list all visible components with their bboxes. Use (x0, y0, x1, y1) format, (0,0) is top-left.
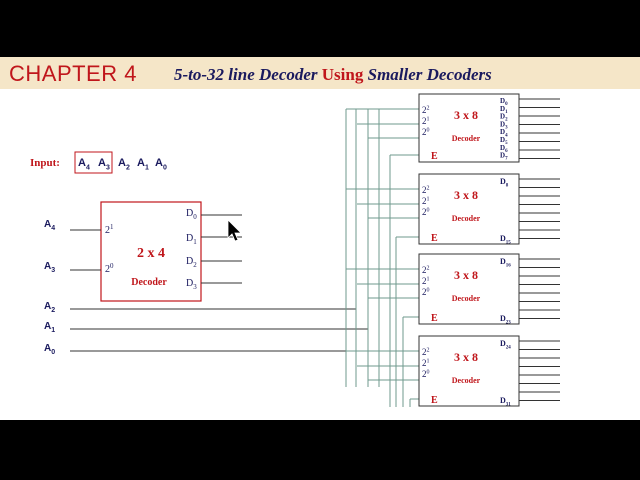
slide-title: 5-to-32 line Decoder Using Smaller Decod… (174, 65, 492, 85)
decoder-3x8-enable-1: E (431, 233, 438, 244)
decoder-3x8-3-output-top: D24 (500, 339, 511, 350)
decoder-3x8-box-1 (418, 173, 520, 245)
decoder-3x8-box-2 (418, 253, 520, 325)
decoder-3x8-0-output-D6: D6 (500, 144, 508, 154)
decoder-3x8-1-output-top: D8 (500, 177, 509, 188)
decoder-3x8-2-input-0: 22 (422, 265, 430, 275)
slide: CHAPTER 4 5-to-32 line Decoder Using Sma… (0, 57, 640, 420)
decoder-3x8-0-input-1: 21 (422, 116, 430, 126)
decoder-3x8-2-output-top: D16 (500, 257, 511, 268)
mouse-cursor-icon (227, 219, 242, 242)
title-part1: 5-to-32 line Decoder (174, 65, 322, 84)
chapter-label: CHAPTER 4 (9, 61, 137, 86)
decoder-3x8-0-output-D3: D3 (500, 120, 508, 130)
decoder-2x4-output-D0: D0 (186, 208, 197, 221)
left-input-A0: A0 (44, 343, 55, 356)
decoder-2x4-label: Decoder (131, 277, 167, 288)
decoder-3x8-0-output-D4: D4 (500, 128, 508, 138)
decoder-3x8-title-0: 3 x 8 (454, 108, 478, 122)
decoder-3x8-box-0 (418, 93, 520, 163)
decoder-3x8-1-input-1: 21 (422, 196, 430, 206)
decoder-3x8-3-output-bottom: D31 (500, 396, 511, 407)
decoder-2x4-input-20: 20 (105, 262, 114, 275)
left-input-A3: A3 (44, 261, 55, 274)
decoder-3x8-1-output-bottom: D15 (500, 234, 511, 245)
decoder-2x4-output-D3: D3 (186, 278, 197, 291)
decoder-3x8-enable-0: E (431, 151, 438, 162)
input-A1: A1 (137, 157, 149, 171)
title-part2: Smaller Decoders (363, 65, 492, 84)
decoder-2x4-box (100, 201, 202, 302)
decoder-3x8-2-output-bottom: D23 (500, 314, 511, 325)
decoder-3x8-3-input-1: 21 (422, 358, 430, 368)
decoder-3x8-3-input-0: 22 (422, 347, 430, 357)
decoder-3x8-3-input-2: 20 (422, 369, 430, 379)
decoder-3x8-label-0: Decoder (452, 134, 481, 143)
left-input-A2: A2 (44, 301, 55, 314)
decoder-3x8-0-output-D2: D2 (500, 113, 508, 123)
decoder-3x8-1-input-0: 22 (422, 185, 430, 195)
input-A3: A3 (98, 157, 110, 171)
decoder-2x4-output-D2: D2 (186, 256, 197, 269)
decoder-3x8-label-1: Decoder (452, 214, 481, 223)
input-A2: A2 (118, 157, 130, 171)
decoder-3x8-0-input-0: 22 (422, 105, 430, 115)
input-A4: A4 (78, 157, 90, 171)
decoder-3x8-title-3: 3 x 8 (454, 350, 478, 364)
decoder-3x8-title-2: 3 x 8 (454, 268, 478, 282)
decoder-3x8-title-1: 3 x 8 (454, 188, 478, 202)
title-using: Using (321, 65, 364, 84)
decoder-2x4-input-21: 21 (105, 223, 114, 236)
decoder-2x4-output-D1: D1 (186, 233, 197, 246)
title-band: CHAPTER 4 5-to-32 line Decoder Using Sma… (0, 57, 640, 89)
decoder-3x8-label-3: Decoder (452, 376, 481, 385)
decoder-3x8-2-input-2: 20 (422, 287, 430, 297)
left-input-A4: A4 (44, 219, 55, 232)
decoder-3x8-0-output-D0: D0 (500, 97, 508, 107)
decoder-3x8-label-2: Decoder (452, 294, 481, 303)
input-highlight-box (74, 151, 113, 174)
decoder-3x8-1-input-2: 20 (422, 207, 430, 217)
input-label: Input: (30, 157, 60, 169)
decoder-3x8-enable-3: E (431, 395, 438, 406)
decoder-2x4-title: 2 x 4 (137, 246, 165, 261)
decoder-3x8-0-output-D1: D1 (500, 105, 508, 115)
decoder-3x8-enable-2: E (431, 313, 438, 324)
decoder-3x8-2-input-1: 21 (422, 276, 430, 286)
decoder-3x8-0-input-2: 20 (422, 127, 430, 137)
input-A0: A0 (155, 157, 167, 171)
decoder-3x8-0-output-D7: D7 (500, 152, 508, 162)
decoder-3x8-box-3 (418, 335, 520, 407)
left-input-A1: A1 (44, 321, 55, 334)
decoder-3x8-0-output-D5: D5 (500, 136, 508, 146)
